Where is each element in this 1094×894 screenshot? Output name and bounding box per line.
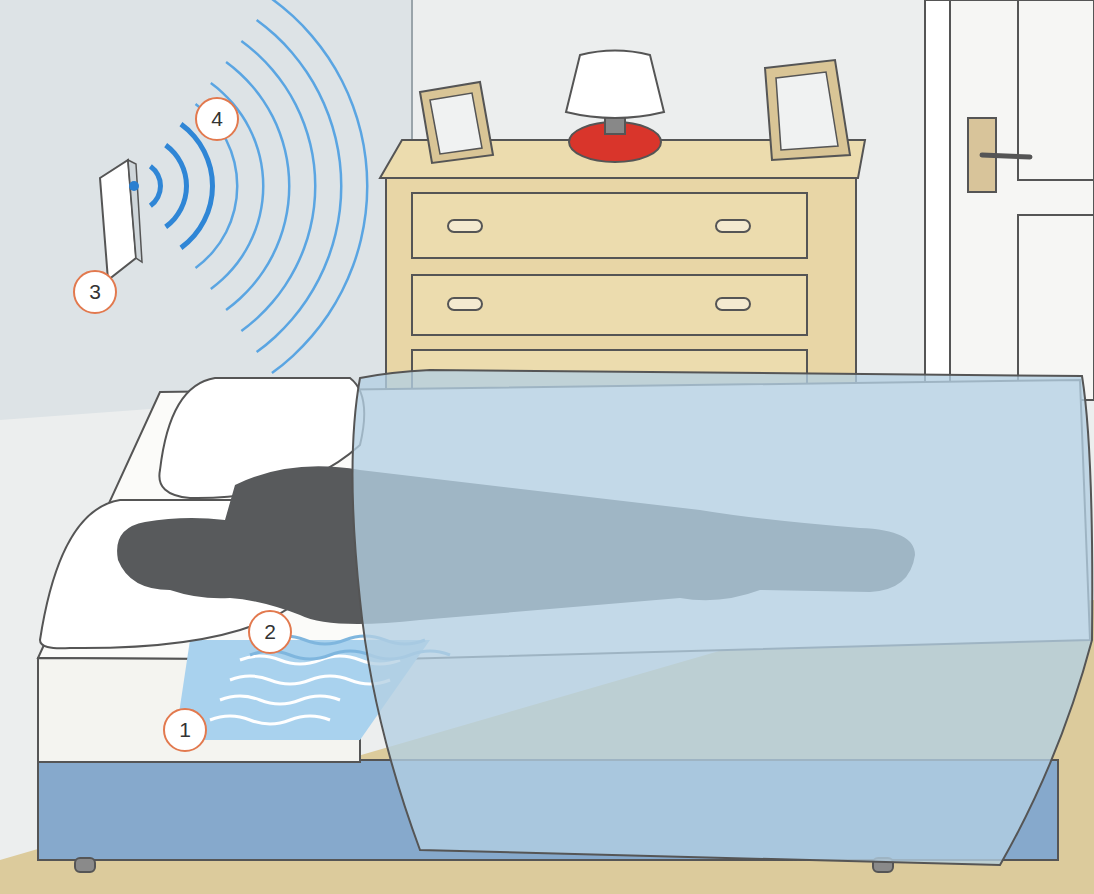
dresser-front: [386, 178, 856, 398]
door-panel: [1018, 215, 1094, 400]
door: [950, 0, 1094, 400]
callout-number: 4: [195, 97, 239, 141]
callout-number: 3: [73, 270, 117, 314]
drawer-handle: [716, 298, 750, 310]
picture-frame: [420, 82, 493, 163]
radio-wave: [271, 0, 368, 374]
radio-waves: [149, 0, 369, 374]
picture-frame: [765, 60, 850, 160]
picture: [776, 72, 838, 150]
drawer: [412, 275, 807, 335]
side-wall: [0, 0, 412, 420]
radio-wave: [225, 61, 290, 311]
blanket: [353, 370, 1093, 865]
drawer: [412, 193, 807, 258]
radio-wave: [149, 164, 163, 208]
drawer-handle: [448, 298, 482, 310]
lamp-shade: [566, 51, 664, 119]
callout-number: 1: [163, 708, 207, 752]
drawer-handle: [448, 220, 482, 232]
drawer-handle: [716, 220, 750, 232]
door-panel: [1018, 0, 1094, 180]
radio-wave: [241, 40, 317, 332]
radio-wave: [164, 143, 189, 229]
bed-leg: [75, 858, 95, 872]
wall-sensor-side: [128, 160, 142, 262]
sensor-light: [129, 181, 139, 191]
radio-wave: [179, 122, 215, 250]
callout-number: 2: [248, 610, 292, 654]
picture: [430, 93, 482, 154]
door-frame: [925, 0, 1094, 400]
door-handle: [982, 155, 1030, 157]
radio-wave: [256, 19, 343, 353]
